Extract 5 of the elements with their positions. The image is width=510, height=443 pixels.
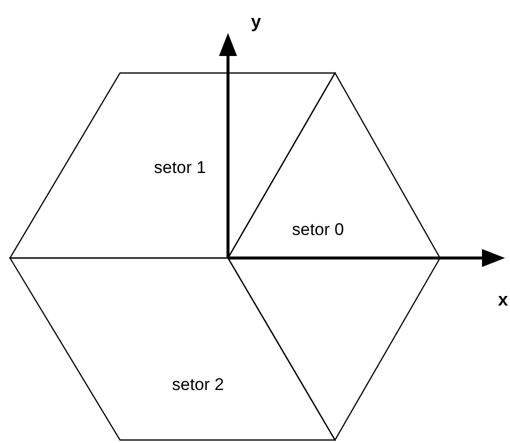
sector-label: setor 2 (172, 375, 224, 395)
sector-label: setor 0 (292, 220, 344, 240)
axis-label: x (498, 290, 508, 310)
axis-label: y (251, 12, 261, 32)
sector-label: setor 1 (154, 158, 206, 178)
